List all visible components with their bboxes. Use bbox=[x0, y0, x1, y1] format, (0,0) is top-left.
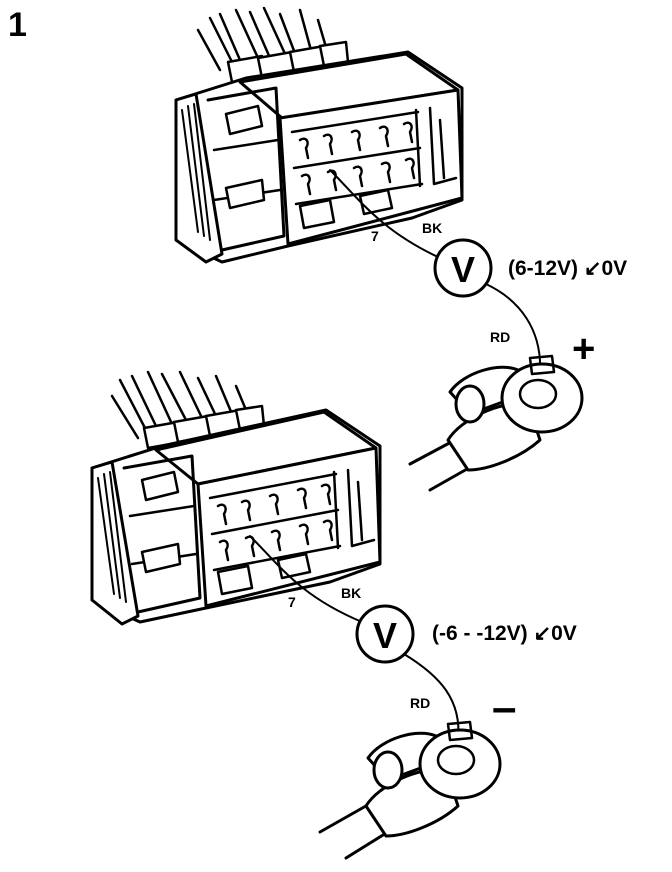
bottom-probe-lead bbox=[249, 535, 363, 623]
bottom-polarity-sign: – bbox=[492, 683, 516, 732]
top-battery-terminal bbox=[408, 354, 584, 492]
top-wire-color-bk: BK bbox=[422, 220, 442, 236]
top-meter-lead bbox=[485, 283, 542, 373]
top-voltmeter: V bbox=[433, 238, 493, 298]
top-pin-label: 7 bbox=[371, 228, 379, 244]
bottom-pin-label: 7 bbox=[288, 594, 296, 610]
bottom-wire-color-bk: BK bbox=[341, 585, 361, 601]
bottom-voltmeter: V bbox=[355, 604, 415, 664]
figure-number: 1 bbox=[8, 6, 27, 44]
top-probe-lead bbox=[329, 169, 441, 259]
bottom-connector bbox=[90, 370, 382, 626]
bottom-wire-color-rd: RD bbox=[410, 695, 430, 711]
top-wire-color-rd: RD bbox=[490, 329, 510, 345]
bottom-battery-terminal bbox=[318, 720, 502, 860]
bottom-meter-lead bbox=[403, 653, 460, 741]
bottom-reading: (-6 - -12V) ↙0V bbox=[432, 622, 577, 645]
top-polarity-sign: + bbox=[572, 327, 595, 371]
bottom-meter-symbol: V bbox=[373, 615, 397, 656]
top-reading: (6-12V) ↙0V bbox=[508, 257, 627, 280]
top-meter-symbol: V bbox=[451, 249, 475, 290]
top-connector bbox=[174, 6, 464, 264]
